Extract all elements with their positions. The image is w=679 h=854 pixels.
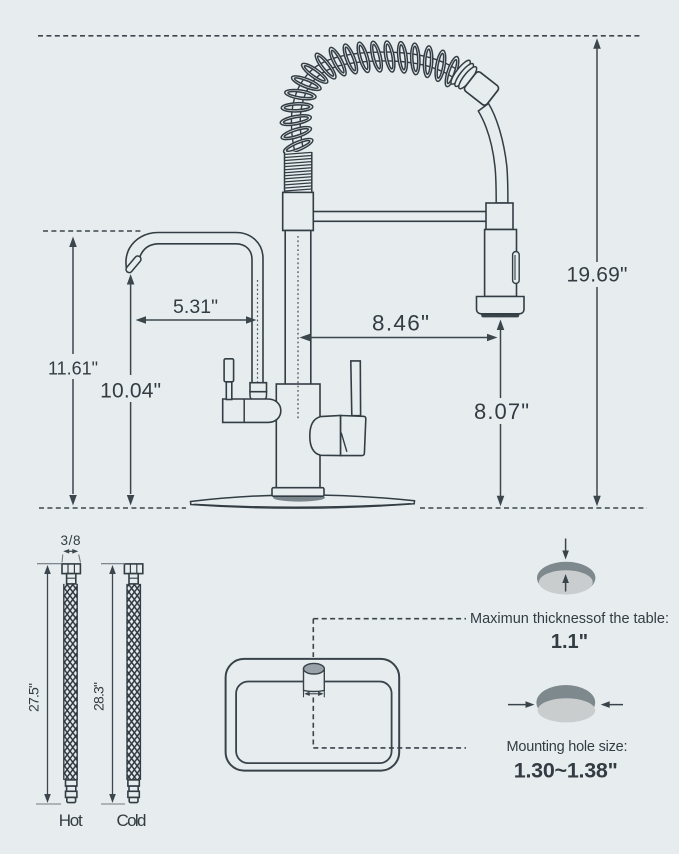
svg-text:28.3": 28.3"	[91, 682, 107, 711]
svg-text:1.30~1.38": 1.30~1.38"	[514, 759, 618, 783]
svg-text:5.31": 5.31"	[173, 296, 218, 318]
svg-text:8.46": 8.46"	[372, 311, 429, 336]
svg-text:11.61": 11.61"	[48, 359, 98, 379]
svg-text:27.5": 27.5"	[26, 683, 42, 712]
svg-text:10.04": 10.04"	[100, 380, 161, 403]
svg-text:Cold: Cold	[117, 811, 147, 830]
svg-text:Hot: Hot	[59, 811, 83, 830]
svg-text:Maximun thicknessof the table:: Maximun thicknessof the table:	[470, 611, 669, 627]
svg-text:Mounting hole size:: Mounting hole size:	[507, 739, 628, 755]
svg-text:1.1": 1.1"	[551, 631, 588, 653]
svg-text:3/8: 3/8	[61, 533, 81, 548]
svg-text:8.07": 8.07"	[474, 399, 529, 424]
svg-text:19.69": 19.69"	[567, 264, 628, 287]
